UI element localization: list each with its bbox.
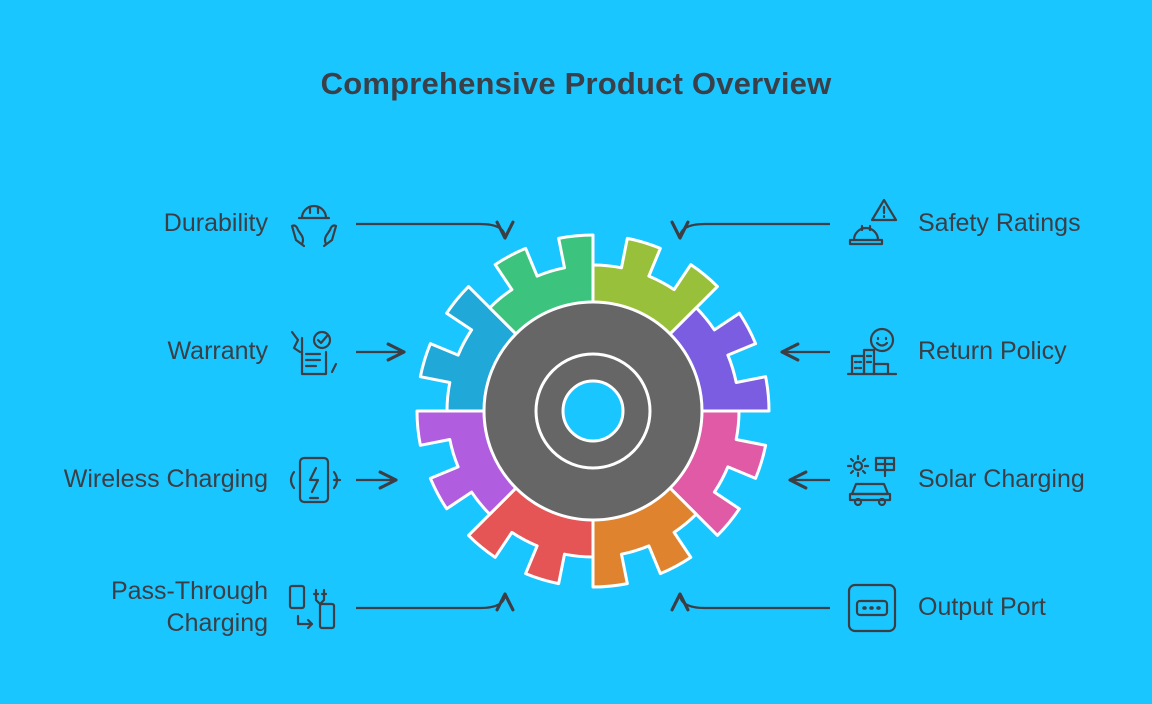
wireless-phone-icon	[286, 452, 342, 508]
arrow-output-port	[670, 592, 830, 612]
arrow-safety-ratings	[670, 220, 830, 240]
label-durability: Durability	[163, 209, 268, 237]
port-icon	[844, 580, 900, 636]
hardhat-hands-icon	[286, 196, 342, 252]
gear-inner-ring	[534, 352, 652, 470]
warning-hardhat-icon	[844, 196, 900, 252]
arrow-pass-through	[356, 592, 515, 612]
smiley-building-icon	[844, 324, 900, 380]
device-transfer-icon	[286, 580, 342, 636]
solar-car-icon	[844, 452, 900, 508]
label-warranty: Warranty	[167, 337, 268, 365]
diagram-title: Comprehensive Product Overview	[320, 66, 832, 101]
label-return-policy: Return Policy	[918, 337, 1067, 365]
arrow-durability	[356, 220, 515, 240]
label-solar-charging: Solar Charging	[918, 465, 1085, 493]
label-pass-through-line1: Pass-Through	[110, 577, 268, 605]
label-pass-through-charging: Pass-Through Charging	[111, 575, 268, 639]
checklist-document-icon	[286, 324, 342, 380]
label-output-port: Output Port	[918, 593, 1046, 621]
label-pass-through-line2: Charging	[166, 609, 268, 637]
gear-center-hole	[561, 379, 625, 443]
label-wireless-charging: Wireless Charging	[63, 465, 268, 493]
label-safety-ratings: Safety Ratings	[918, 209, 1081, 237]
